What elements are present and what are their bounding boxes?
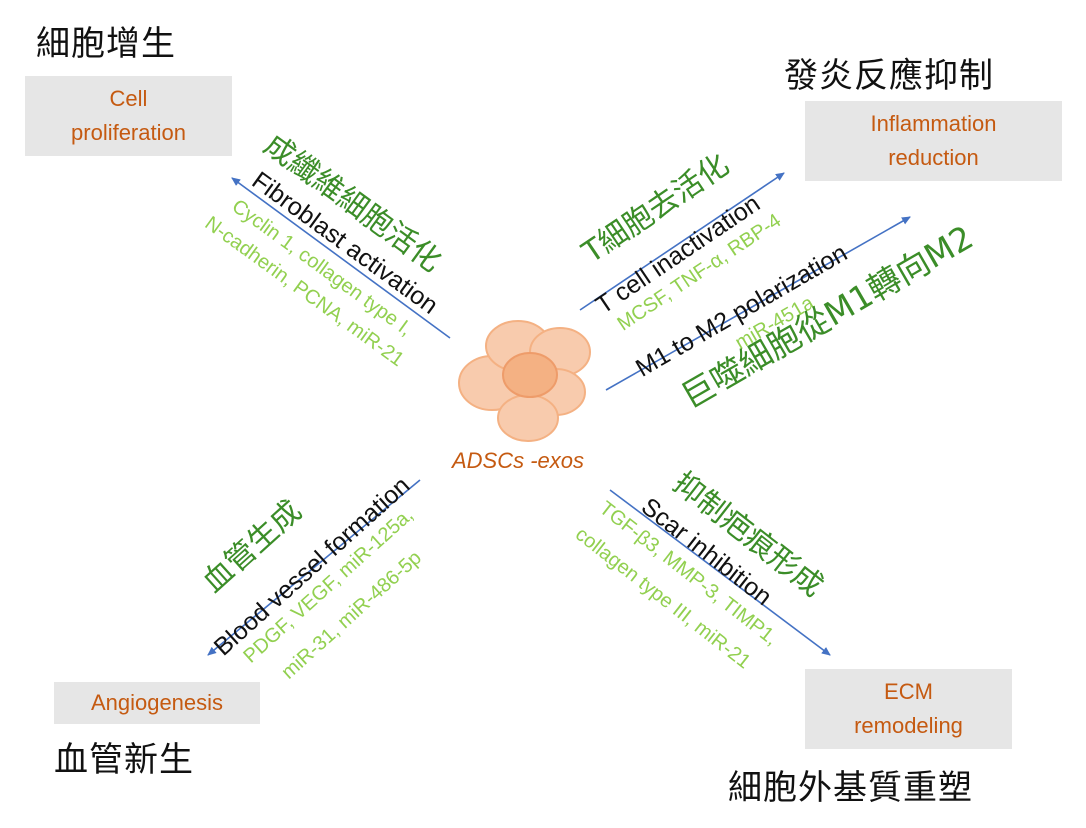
title-ecm-remodeling-cn: 細胞外基質重塑 (728, 768, 973, 808)
box-ecm-remodeling: ECM remodeling (805, 669, 1012, 749)
box-line: Angiogenesis (90, 690, 224, 715)
exosome-cell-cluster-icon (458, 320, 591, 442)
arrow-top-left (231, 177, 451, 339)
arrow-bottom-left (207, 479, 421, 656)
box-line: reduction (888, 145, 979, 170)
title-inflammation-reduction-cn: 發炎反應抑制 (784, 56, 994, 96)
arrow-t-cell (579, 172, 785, 311)
box-cell-proliferation: Cell proliferation (25, 76, 232, 156)
box-line: ECM (884, 679, 933, 704)
box-inflammation-reduction: Inflammation reduction (805, 101, 1062, 181)
title-cell-proliferation-cn: 細胞增生 (36, 24, 176, 64)
center-label: ADSCs -exos (452, 448, 585, 473)
box-line: remodeling (854, 713, 963, 738)
box-line: Inflammation (870, 111, 997, 136)
box-line: proliferation (71, 120, 186, 145)
box-angiogenesis: Angiogenesis (54, 682, 260, 724)
arrow-macrophage (605, 216, 911, 391)
title-angiogenesis-cn: 血管新生 (54, 740, 194, 780)
cell-icon (502, 352, 558, 398)
box-line: Cell (109, 86, 148, 111)
arrow-bottom-right (609, 489, 831, 656)
cell-icon (497, 394, 559, 442)
